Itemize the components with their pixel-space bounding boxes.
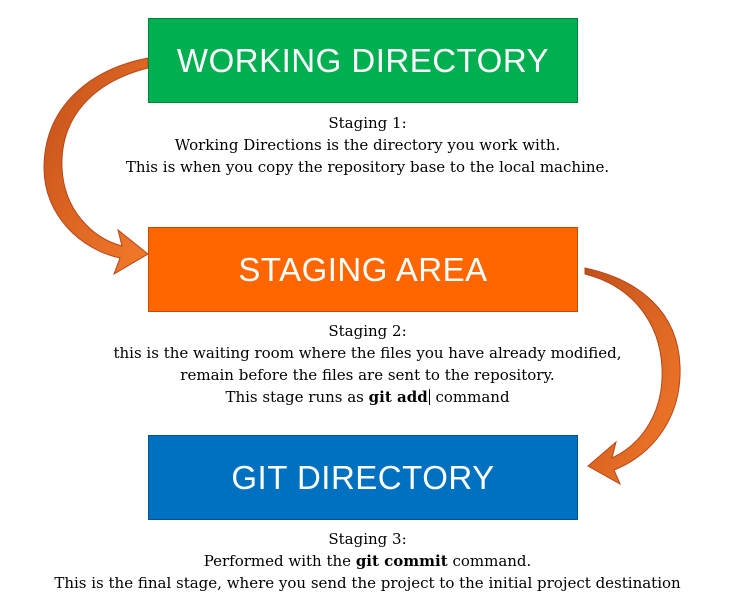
stage-2-line-2: remain before the files are sent to the … [180,366,555,384]
git-directory-label: GIT DIRECTORY [231,458,495,496]
git-commit-command: git commit [355,552,448,570]
staging-area-label: STAGING AREA [238,250,488,288]
working-directory-box: WORKING DIRECTORY [148,18,578,103]
arrow-working-to-staging [43,57,149,276]
stage-3-line-1-suffix: command. [447,552,532,570]
stage-3-line-1-prefix: Performed with the [203,552,356,570]
stage-2-description: Staging 2: this is the waiting room wher… [0,320,735,408]
text-cursor [428,389,430,405]
stage-3-line-1: Performed with the git commit command. [0,550,735,572]
stage-1-line-2: This is when you copy the repository bas… [125,158,610,176]
git-add-command: git add [368,388,428,406]
stage-3-description: Staging 3: Performed with the git commit… [0,528,735,594]
stage-1-line-1: Working Directions is the directory you … [174,136,561,154]
stage-2-line-3: This stage runs as git add command [0,386,735,408]
arrow-staging-to-git [584,267,681,486]
stage-1-description: Staging 1: Working Directions is the dir… [0,112,735,178]
git-directory-box: GIT DIRECTORY [148,435,578,520]
stage-3-line-2: This is the final stage, where you send … [54,574,681,592]
stage-2-title: Staging 2: [328,322,407,340]
stage-2-line-3-suffix: command [430,388,510,406]
stage-2-line-1: this is the waiting room where the files… [113,344,622,362]
working-directory-label: WORKING DIRECTORY [176,41,550,79]
stage-3-title: Staging 3: [328,530,407,548]
stage-1-title: Staging 1: [328,114,407,132]
staging-area-box: STAGING AREA [148,227,578,312]
stage-2-line-3-prefix: This stage runs as [225,388,369,406]
